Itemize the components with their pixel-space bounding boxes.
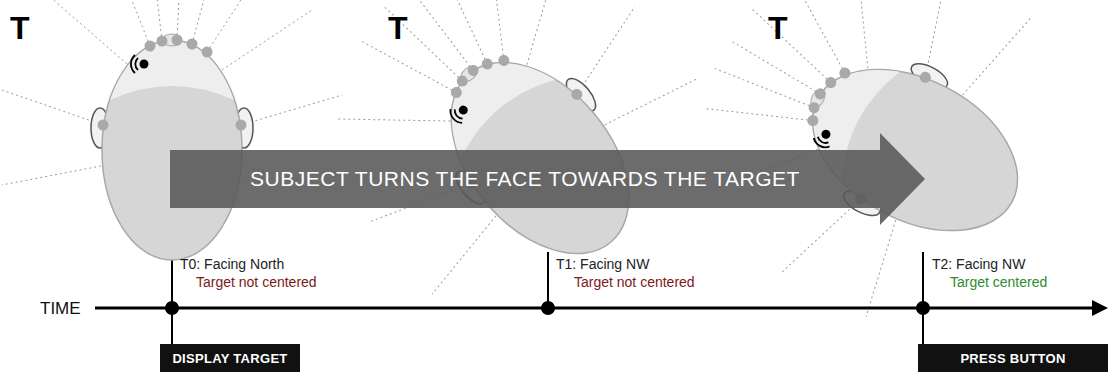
axis-label: TIME [40,299,81,319]
time-axis-arrowhead [1092,300,1108,316]
action-box: PRESS BUTTON [918,344,1108,372]
time-point [916,301,930,315]
time-step-label: T0: Facing North [180,256,284,272]
time-axis [95,307,1094,310]
status-label: Target centered [950,274,1047,290]
target-symbol: T [768,10,788,47]
head-illustration [2,0,342,260]
target-symbol: T [388,10,408,47]
time-step-label: T2: Facing NW [932,256,1025,272]
status-label: Target not centered [196,274,317,290]
node-text: PRESS BUTTON [960,351,1065,366]
time-step-label: T1: Facing NW [556,256,649,272]
target-symbol: T [10,10,30,47]
status-label: Target not centered [574,274,695,290]
process-arrow: SUBJECT TURNS THE FACE TOWARDS THE TARGE… [170,133,925,225]
time-marker-line [547,252,549,308]
action-box: DISPLAY TARGET [160,344,300,372]
arrow-band [170,133,925,225]
node-text: SUBJECT TURNS THE FACE TOWARDS THE TARGE… [250,167,800,191]
node-text: DISPLAY TARGET [172,351,287,366]
time-point [541,301,555,315]
time-point [165,301,179,315]
